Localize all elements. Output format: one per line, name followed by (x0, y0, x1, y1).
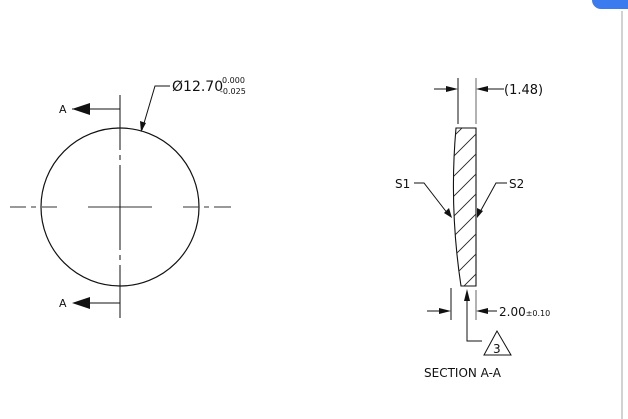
section-view: (1.48) S1 S2 2.00±0.10 (395, 78, 550, 380)
diameter-symbol: Ø (172, 79, 183, 95)
center-thickness-label: (1.48) (504, 83, 543, 98)
surface-s2-label: S2 (509, 177, 524, 191)
edge-thickness-label: 2.00±0.10 (499, 305, 550, 319)
edge-thickness-dimension (427, 288, 497, 320)
corner-badge[interactable] (592, 0, 628, 9)
section-title: SECTION A-A (424, 366, 502, 380)
section-hatch (453, 128, 476, 286)
note-flag-number: 3 (493, 342, 501, 356)
edge-thickness-value: 2.00 (499, 305, 526, 319)
center-thickness-dimension (434, 78, 504, 124)
lens-section-outline (452, 127, 477, 287)
diameter-tol-upper: 0.000 (222, 76, 245, 85)
section-arrow-top (72, 103, 120, 115)
front-view: A A Ø12.70 0.000 -0.025 (10, 76, 246, 318)
note-flag-triangle (483, 329, 512, 356)
surface-s1-label: S1 (395, 177, 410, 191)
section-label-bottom: A (59, 297, 67, 310)
section-label-top: A (59, 103, 67, 116)
section-arrow-bottom (72, 297, 120, 309)
edge-thickness-tol: ±0.10 (526, 309, 551, 318)
diameter-value: 12.70 (183, 79, 223, 95)
diameter-dimension: Ø12.70 (172, 79, 223, 95)
scrollbar-track[interactable] (621, 11, 623, 419)
diameter-leader (140, 85, 170, 132)
note-flag-leader (464, 289, 482, 342)
s2-leader (477, 182, 507, 218)
s1-leader (414, 182, 452, 218)
diameter-tol-lower: -0.025 (220, 87, 246, 96)
